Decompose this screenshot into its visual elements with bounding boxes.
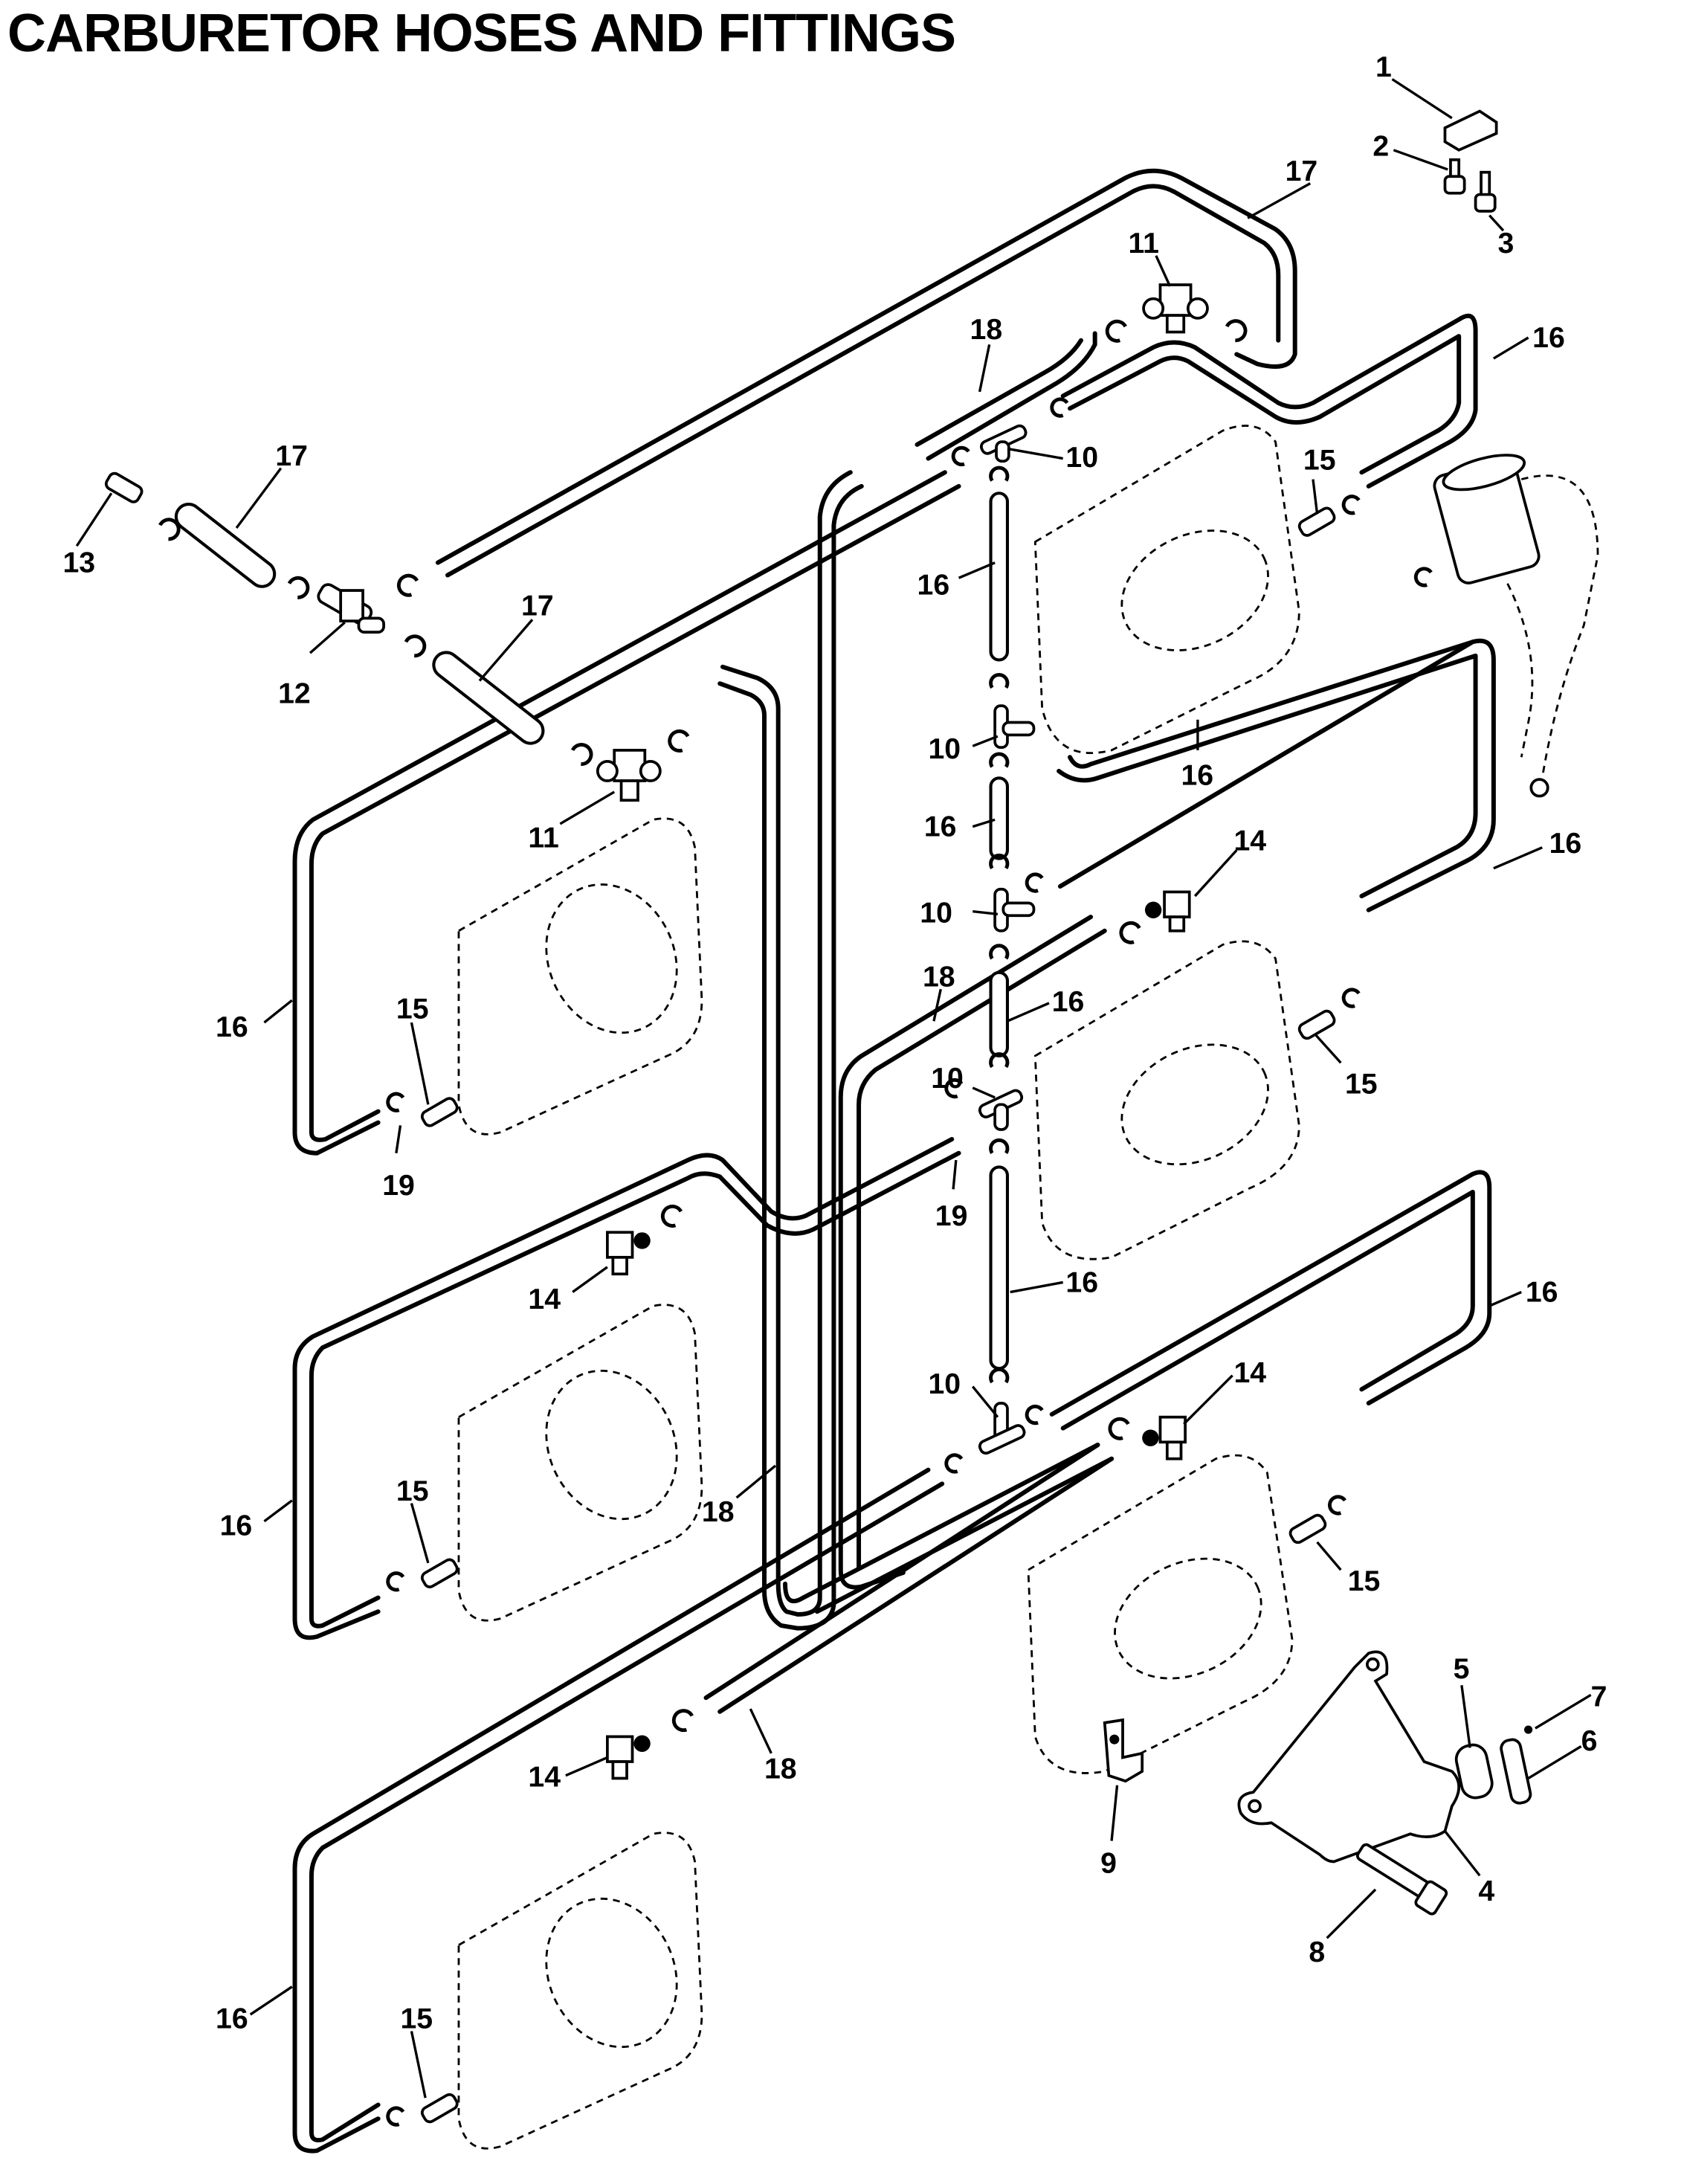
hose-16-vertical-1 [989,492,1010,662]
callout-16-b: 16 [917,569,950,602]
part-8-bolt [1356,1843,1448,1916]
carburetor-3 [1033,940,1300,1260]
callout-10-b: 10 [928,732,961,765]
fitting-15-e [420,1558,459,1588]
part-4-bracket [1237,1650,1461,1864]
callout-10-c: 10 [920,897,952,930]
callout-16-e: 16 [1549,827,1582,860]
callout-10-e: 10 [928,1368,961,1400]
callout-19-a: 19 [382,1169,415,1202]
carburetor-5 [1027,1454,1294,1774]
fitting-15-d [1288,1513,1327,1544]
callout-15-c: 15 [396,992,429,1025]
fitting-11-mid [596,749,662,802]
carburetor-4 [457,1304,703,1622]
carburetor-2 [457,817,703,1136]
carburetor-6 [457,1832,703,2150]
hose-16-vertical-4 [989,1165,1010,1370]
fitting-14-a [1144,890,1191,932]
fitting-10-e [978,1402,1026,1455]
hose-clamps [158,319,1433,2127]
callout-1: 1 [1375,51,1392,83]
callout-16-a: 16 [1532,321,1565,354]
callout-17-a: 17 [1286,155,1318,187]
callout-14-d: 14 [528,1761,561,1794]
callout-labels: 1 2 3 4 5 6 7 8 9 10 10 10 10 10 11 11 1… [63,51,1607,2035]
part-7-screw [1523,1725,1533,1734]
callout-10-a: 10 [1065,441,1098,474]
callout-5: 5 [1454,1652,1470,1685]
fuel-enrichment-valve [1433,454,1599,798]
callout-15-f: 15 [401,2003,433,2035]
callout-16-k: 16 [216,2003,248,2035]
callout-4: 4 [1478,1875,1494,1907]
callout-14-b: 14 [528,1283,561,1315]
callout-7: 7 [1591,1680,1607,1713]
callout-17-c: 17 [521,590,554,622]
callout-6: 6 [1581,1724,1598,1757]
callout-14-a: 14 [1233,824,1266,857]
part-6-gasket [1500,1738,1532,1805]
fittings [104,283,1336,2124]
callout-15-b: 15 [1345,1067,1378,1100]
callout-12: 12 [278,677,311,709]
part-5-spacer [1454,1743,1494,1800]
hose-17-short-2 [432,651,545,745]
callout-16-d: 16 [924,811,957,843]
fitting-15-b [1297,1009,1336,1040]
fitting-13 [104,471,143,503]
callout-16-f: 16 [1052,985,1085,1018]
callout-15-d: 15 [1348,1565,1381,1597]
hose-16-vertical-2 [989,776,1010,860]
part-3-screw [1474,170,1497,213]
callout-18-b: 18 [923,961,955,993]
hose-16-vertical-3 [989,970,1010,1057]
callout-18-a: 18 [970,313,1003,346]
part-1-retainer [1443,109,1498,152]
carburetor-1 [1033,425,1300,754]
fitting-15-a [1297,506,1336,537]
leader-lines [75,78,1592,2098]
fitting-11-top [1142,283,1209,334]
callout-9: 9 [1100,1846,1117,1879]
callout-15-a: 15 [1303,443,1336,476]
callout-16-g: 16 [216,1011,248,1043]
callout-19-b: 19 [935,1199,968,1232]
fitting-10-b [993,704,1036,750]
callout-15-e: 15 [396,1475,429,1507]
fitting-10-a [980,424,1028,463]
carburetor-outlines [457,425,1300,2150]
fitting-10-c [993,887,1036,932]
fitting-15-f [420,2093,459,2124]
callout-16-i: 16 [1526,1276,1558,1309]
fitting-14-d [606,1735,651,1780]
callout-11-a: 11 [1129,227,1159,260]
callout-8: 8 [1309,1936,1325,1968]
callout-18-d: 18 [764,1752,797,1785]
fitting-15-c [420,1097,459,1127]
fitting-14-b [606,1231,651,1276]
callout-16-j: 16 [220,1509,253,1542]
fitting-10-d [978,1089,1024,1131]
callout-16-c: 16 [1181,759,1214,792]
callout-18-c: 18 [702,1495,735,1528]
part-9-clip [1103,1718,1144,1783]
callout-10-d: 10 [931,1062,964,1095]
tube-segments [174,492,1010,1370]
callout-17-b: 17 [275,439,308,472]
callout-3: 3 [1497,227,1514,260]
hose-17-short [174,502,277,588]
callout-11-b: 11 [528,822,558,854]
fitting-14-c [1142,1415,1187,1460]
callout-13: 13 [63,547,96,579]
callout-14-c: 14 [1233,1356,1266,1389]
part-2-screw [1443,158,1466,195]
callout-2: 2 [1372,129,1389,162]
callout-16-h: 16 [1065,1266,1098,1299]
page-title: CARBURETOR HOSES AND FITTINGS [7,4,956,63]
fitting-12 [317,583,385,634]
hose-routing [292,168,1496,2154]
